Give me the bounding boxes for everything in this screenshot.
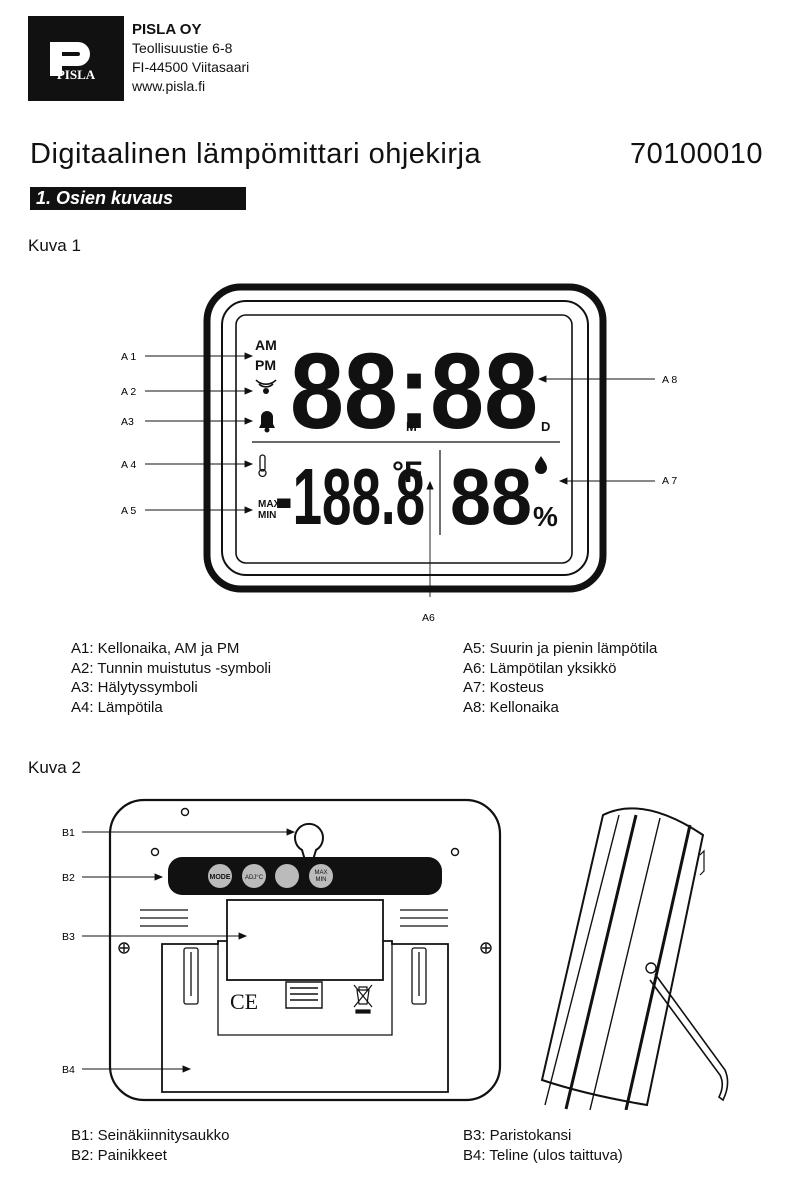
legend-b1: B1: Seinäkiinnitysaukko [71,1127,230,1144]
product-code: 70100010 [630,138,764,170]
adjust-button-label: ADJ°C [245,875,264,881]
figure1-legend-left: A1: Kellonaika, AM ja PM A2: Tunnin muis… [71,639,271,717]
time-digits: 88:88 [290,330,538,451]
legend-a2: A2: Tunnin muistutus -symboli [71,659,272,677]
weee-bin-icon [353,984,373,1014]
stand-hinges [183,947,427,1005]
callout-a4: A 4 [121,459,136,471]
clock-side-view [540,807,729,1110]
company-info: PISLA OY Teollisuustie 6-8 FI-44500 Viit… [132,20,249,96]
max-button-label: MAX [314,870,327,876]
pm-label: PM [255,357,276,373]
screw-icons [118,807,492,954]
mode-button[interactable] [208,864,232,888]
temp-unit: °F [392,456,422,489]
figure2-callout-lines [82,828,296,1073]
clock-back-body [108,798,502,1102]
company-street: Teollisuustie 6-8 [132,40,233,56]
am-label: AM [255,337,277,353]
legend-a7: A7: Kosteus [463,679,544,696]
pisla-logo: PISLA [28,16,124,101]
day-label: D [541,419,550,434]
legend-b4: B4: Teline (ulos taittuva) [463,1146,623,1164]
chime-icon [255,379,277,394]
callout-b3: B3 [62,931,75,943]
figure2-diagram: MODE ADJ°C MAX MIN CE B1 [62,798,729,1110]
percent-sign: % [533,501,558,532]
callout-a5: A 5 [121,505,136,517]
company-city: FI-44500 Viitasaari [132,59,250,75]
min-button-label: MIN [316,877,327,883]
section-heading: 1. Osien kuvaus [30,187,246,210]
figure2-legend-right: B3: Paristokansi B4: Teline (ulos taittu… [463,1126,623,1165]
callout-a7: A 7 [662,475,677,487]
clock-frame [203,283,607,593]
legend-a8: A8: Kellonaika [463,698,559,716]
mode-button-label: MODE [210,874,231,881]
legend-a5: A5: Suurin ja pienin lämpötila [463,640,658,657]
thermometer-icon [258,454,267,478]
month-label: M [406,419,417,434]
clock-bezel [221,300,589,576]
logo-text: PISLA [57,67,96,82]
legend-b2: B2: Painikkeet [71,1146,167,1164]
callout-a8: A 8 [662,374,677,386]
max-min-button[interactable] [309,864,333,888]
battery-cover[interactable] [226,899,384,981]
callout-a2: A 2 [121,386,136,398]
callout-a3: A3 [121,416,134,428]
legend-a1: A1: Kellonaika, AM ja PM [71,640,240,657]
figure2-caption: Kuva 2 [28,758,81,777]
wall-mount-hole [294,822,324,861]
min-label: MIN [258,510,276,521]
figure1-callout-lines [145,352,655,597]
lcd-screen [235,314,573,564]
figure1-diagram: AM PM 88:88 M D MAX MIN -188.8 °F 88 % A… [121,283,677,624]
humidity-digits: 88 [450,452,532,541]
page-title: Digitaalinen lämpömittari ohjekirja [30,138,482,170]
humidity-drop-icon [535,456,547,474]
company-web[interactable]: www.pisla.fi [132,78,206,94]
callout-a1: A 1 [121,351,136,363]
ce-mark: CE [230,989,258,1014]
figure1-caption: Kuva 1 [28,236,81,255]
stand-inner-cut [217,941,393,1036]
callout-b1: B1 [62,827,75,839]
company-name: PISLA OY [132,21,202,38]
temperature-digits: -188.8 [275,452,425,541]
callout-b4: B4 [62,1064,75,1076]
callout-a6: A6 [422,612,435,624]
legend-a4: A4: Lämpötila [71,698,163,716]
battery-latch[interactable] [285,981,323,1009]
legend-a6: A6: Lämpötilan yksikkö [463,659,617,677]
figure2-legend-left: B1: Seinäkiinnitysaukko B2: Painikkeet [71,1126,229,1165]
blank-button[interactable] [275,864,299,888]
figure1-legend-right: A5: Suurin ja pienin lämpötila A6: Lämpö… [463,639,657,717]
alarm-bell-icon [259,411,275,433]
button-panel [168,857,442,895]
legend-a3: A3: Hälytyssymboli [71,679,198,696]
callout-b2: B2 [62,872,75,884]
adjust-button[interactable] [242,864,266,888]
max-label: MAX [258,499,281,510]
pisla-logo-icon: PISLA [50,42,96,82]
vent-slots [140,909,448,927]
legend-b3: B3: Paristokansi [463,1127,572,1144]
